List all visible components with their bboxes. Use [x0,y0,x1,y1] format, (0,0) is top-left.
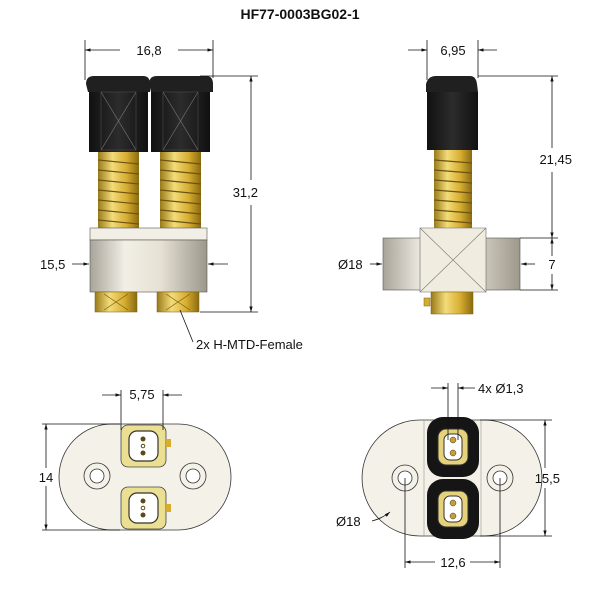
front-width-dim: 16,8 [136,43,161,58]
side-view: 6,95 21,45 7 Ø18 [338,40,572,315]
bottom-view-left: 5,75 14 [39,387,232,531]
connector-bottom-black [427,479,479,539]
connector-bottom [120,486,171,530]
side-flange-dim: 7 [548,257,555,272]
bottom-left-height-dim: 14 [39,470,53,485]
bottom-right-width-dim: 12,6 [440,555,465,570]
connector-right [156,291,200,313]
side-width-dim: 6,95 [440,43,465,58]
connector-top-black [427,417,479,477]
bottom-right-diameter-dim: Ø18 [336,514,361,529]
front-view: 16,8 31,2 15,5 2x H-MTD-Female [40,40,303,352]
front-height-dim: 31,2 [233,185,258,200]
bottom-right-height-dim: 15,5 [535,471,560,486]
housing-body [89,227,208,241]
bottom-view-right: 4x Ø1,3 15,5 12,6 Ø18 [336,381,560,570]
front-body-dim: 15,5 [40,257,65,272]
side-diameter-dim: Ø18 [338,257,363,272]
spring-left [97,152,140,228]
spring-right [159,152,202,228]
drawing-title: HF77-0003BG02-1 [240,6,360,22]
connector-callout: 2x H-MTD-Female [196,337,303,352]
pitch-dim: 5,75 [129,387,154,402]
cap-left [86,76,150,152]
side-height-dim: 21,45 [539,152,572,167]
cap-right [149,76,213,152]
hole-dim: 4x Ø1,3 [478,381,524,396]
connector-left [94,291,138,313]
connector-top [120,424,171,468]
